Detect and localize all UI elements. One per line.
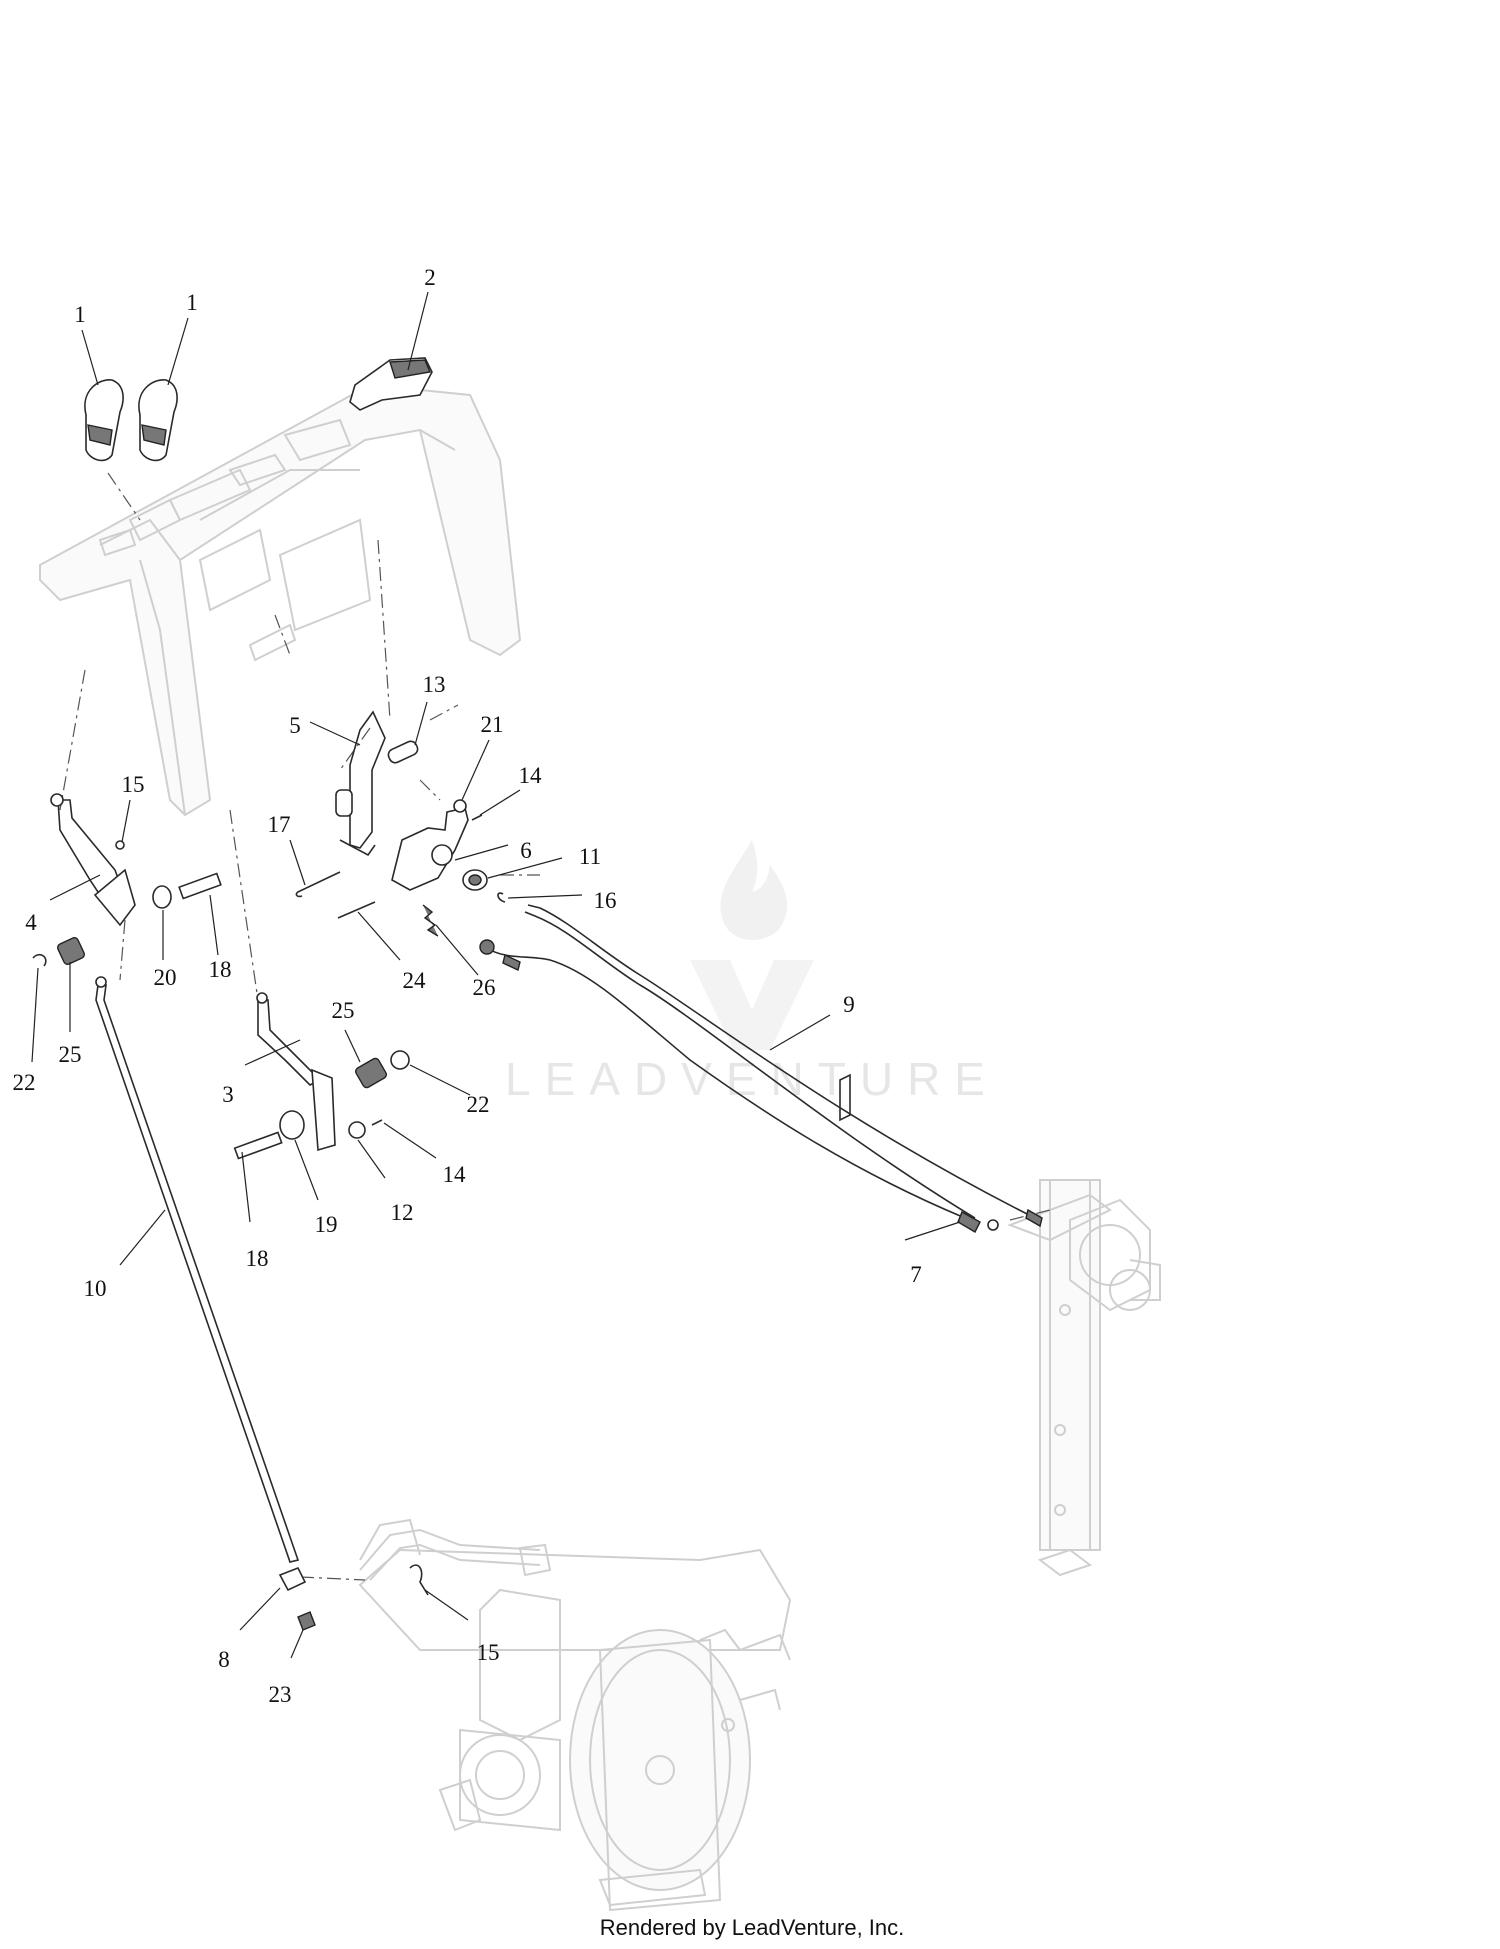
ferrule-part-8 bbox=[278, 1566, 307, 1592]
callout-21: 21 bbox=[481, 712, 504, 737]
callout-4: 4 bbox=[25, 910, 37, 935]
callout-15-upper: 15 bbox=[122, 772, 145, 797]
auger-housing bbox=[358, 1518, 792, 1912]
washer-part-19 bbox=[279, 1110, 305, 1140]
lever-part-3 bbox=[256, 992, 336, 1152]
callout-14-upper: 14 bbox=[519, 763, 543, 788]
knob-part-1-right bbox=[138, 379, 178, 462]
callout-13: 13 bbox=[423, 672, 446, 697]
bushing-part-13 bbox=[387, 740, 419, 764]
pin-part-18-upper bbox=[178, 872, 222, 900]
cable-part-9 bbox=[479, 904, 1043, 1228]
callout-26: 26 bbox=[473, 975, 496, 1000]
callout-22-right: 22 bbox=[467, 1092, 490, 1117]
callout-14-lower: 14 bbox=[443, 1162, 467, 1187]
clip-part-16 bbox=[497, 892, 506, 903]
pin-part-24 bbox=[337, 901, 376, 919]
callout-18-upper: 18 bbox=[209, 957, 232, 982]
footer-credit: Rendered by LeadVenture, Inc. bbox=[600, 1915, 905, 1940]
callout-8: 8 bbox=[218, 1647, 230, 1672]
pin-part-17 bbox=[295, 871, 341, 898]
callout-19: 19 bbox=[315, 1212, 338, 1237]
callout-5: 5 bbox=[289, 713, 301, 738]
leader-lines bbox=[31, 291, 961, 1659]
watermark: LEADVENTURE bbox=[505, 840, 999, 1105]
callout-18-lower: 18 bbox=[246, 1246, 269, 1271]
pin-part-14-lower bbox=[371, 1119, 383, 1126]
callout-7: 7 bbox=[910, 1262, 922, 1287]
drive-control-bar bbox=[359, 1528, 791, 1661]
pin-part-18-lower bbox=[233, 1131, 283, 1160]
callout-11: 11 bbox=[579, 844, 601, 869]
washer-part-20 bbox=[152, 885, 172, 909]
bracket-part-6 bbox=[391, 807, 469, 891]
flame-v-logo-icon bbox=[690, 840, 814, 1050]
callout-labels: 1 1 2 13 5 21 14 15 17 6 11 16 4 20 18 2… bbox=[13, 265, 922, 1707]
callout-2: 2 bbox=[424, 265, 436, 290]
watermark-text: LEADVENTURE bbox=[505, 1053, 999, 1105]
callout-25-right: 25 bbox=[332, 998, 355, 1023]
callout-23: 23 bbox=[269, 1682, 292, 1707]
callout-10: 10 bbox=[84, 1276, 107, 1301]
callout-6: 6 bbox=[520, 838, 532, 863]
nut-part-23 bbox=[297, 1611, 316, 1631]
pin-part-14-top bbox=[471, 814, 483, 821]
callout-22-left: 22 bbox=[13, 1070, 36, 1095]
spacer-part-11 bbox=[462, 869, 488, 891]
clip-part-22-left bbox=[32, 953, 47, 967]
spring-part-26 bbox=[422, 904, 439, 937]
clip-part-15-lower bbox=[409, 1564, 429, 1596]
callout-24: 24 bbox=[403, 968, 427, 993]
spring-part-25-right bbox=[355, 1057, 387, 1089]
callout-25-left: 25 bbox=[59, 1042, 82, 1067]
washer-part-22-right bbox=[390, 1050, 410, 1070]
callout-1-left: 1 bbox=[74, 302, 86, 327]
shift-lever-part-5 bbox=[335, 710, 386, 857]
callout-17: 17 bbox=[268, 812, 291, 837]
lever-part-4 bbox=[50, 793, 136, 927]
cable-end-part-7 bbox=[957, 1211, 999, 1233]
lever-handle-part-2 bbox=[349, 357, 433, 411]
callout-1-right: 1 bbox=[186, 290, 198, 315]
assembly-lines bbox=[59, 472, 1051, 1581]
callout-15-lower: 15 bbox=[477, 1640, 500, 1665]
knob-part-1-left bbox=[84, 379, 124, 462]
callout-16: 16 bbox=[594, 888, 617, 913]
spring-part-25-left bbox=[56, 936, 86, 966]
washer-part-21 bbox=[453, 799, 467, 813]
bushing-part-12 bbox=[348, 1121, 366, 1139]
callout-9: 9 bbox=[843, 992, 855, 1017]
callout-3: 3 bbox=[222, 1082, 234, 1107]
dashboard-housing bbox=[39, 383, 522, 817]
callout-12: 12 bbox=[391, 1200, 414, 1225]
callout-20: 20 bbox=[154, 965, 177, 990]
chute-gearbox bbox=[1007, 1179, 1161, 1577]
clip-part-15-upper bbox=[115, 840, 125, 850]
rod-part-10 bbox=[95, 976, 300, 1563]
